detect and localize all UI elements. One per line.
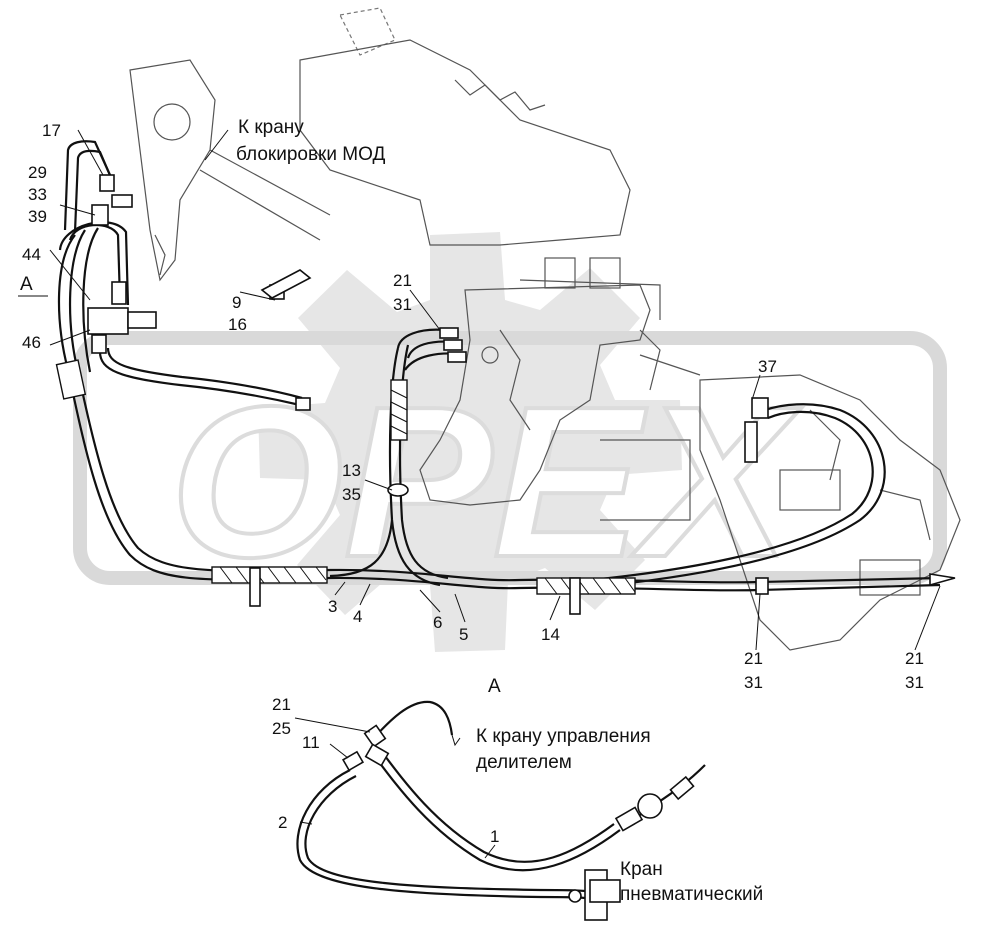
callout-16: 16 (228, 315, 247, 334)
fittings (87, 174, 956, 595)
clamps (249, 567, 581, 615)
callout-31-right: 31 (905, 673, 924, 692)
caption-divider-valve: К крану управления делителем (476, 726, 651, 773)
caption-pneumatic-line2: пневматический (620, 884, 763, 905)
callout-5: 5 (459, 625, 468, 644)
callout-44: 44 (22, 245, 41, 264)
callout-3: 3 (328, 597, 337, 616)
callout-21-top: 21 (393, 271, 412, 290)
callout-31-top: 31 (393, 295, 412, 314)
callout-21-view: 21 (272, 695, 291, 714)
caption-mod-valve: К крану блокировки МОД (236, 117, 385, 165)
view-mark-a-side: A (20, 274, 33, 295)
watermark-band (73, 331, 947, 585)
callout-14: 14 (541, 625, 560, 644)
caption-divider-line2: делителем (476, 752, 572, 773)
callout-6: 6 (433, 613, 442, 632)
leader-lines (18, 129, 941, 859)
callout-31-mid: 31 (744, 673, 763, 692)
caption-mod-line1: К крану (238, 117, 304, 138)
callout-21-right: 21 (905, 649, 924, 668)
callout-46: 46 (22, 333, 41, 352)
callout-13: 13 (342, 461, 361, 480)
callout-37: 37 (758, 357, 777, 376)
callout-2-view: 2 (278, 813, 287, 832)
caption-pneumatic-valve: Кран пневматический (620, 859, 763, 905)
callout-numbers: 17 29 33 39 44 46 9 16 21 31 37 13 35 3 … (22, 121, 924, 846)
callout-4: 4 (353, 607, 362, 626)
caption-divider-line1: К крану управления (476, 726, 651, 747)
callout-11-view: 11 (302, 733, 320, 752)
protective-sleeves (55, 359, 636, 595)
caption-mod-line2: блокировки МОД (236, 144, 385, 165)
caption-pneumatic-line1: Кран (620, 859, 663, 880)
callout-29: 29 (28, 163, 47, 182)
callout-25-view: 25 (272, 719, 291, 738)
view-mark-a-bottom: A (488, 676, 501, 697)
callout-21-mid: 21 (744, 649, 763, 668)
callout-33: 33 (28, 185, 47, 204)
callout-9: 9 (232, 293, 241, 312)
machinery-outline (129, 7, 961, 651)
callout-35: 35 (342, 485, 361, 504)
callout-1-view: 1 (490, 827, 499, 846)
callout-39: 39 (28, 207, 47, 226)
view-a-fittings (341, 724, 695, 921)
callout-17: 17 (42, 121, 61, 140)
